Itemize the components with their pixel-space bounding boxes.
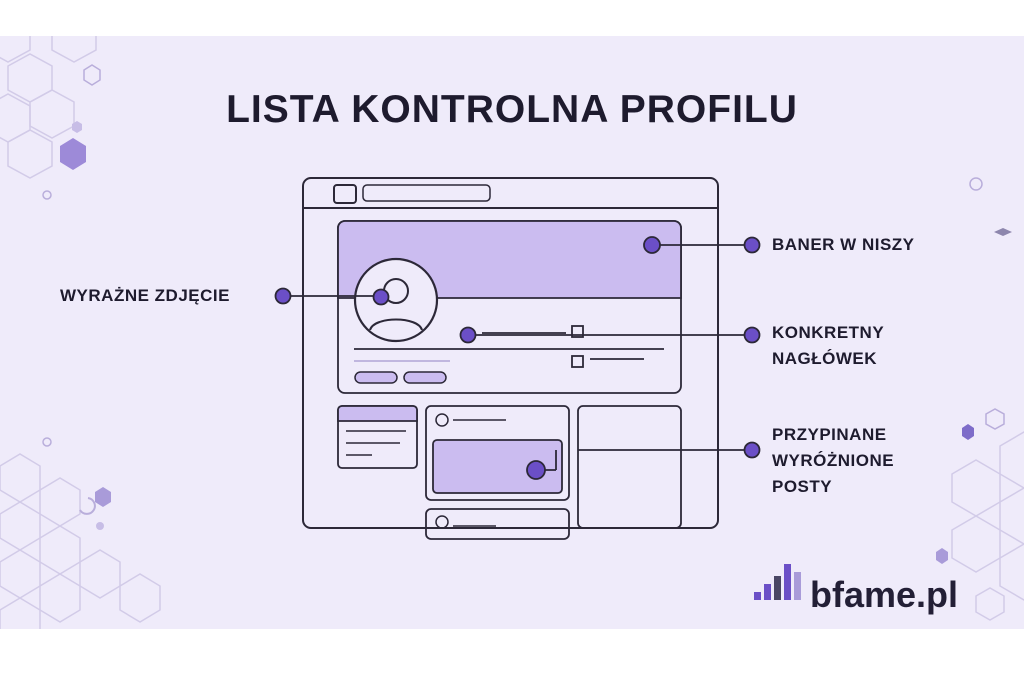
decorative-arc: [79, 497, 96, 515]
decorative-dot-small: [96, 522, 104, 530]
label-photo: WYRAŻNE ZDJĘCIE: [60, 283, 230, 309]
profile-button-1: [354, 371, 398, 384]
label-featured: PRZYPINANE WYRÓŻNIONE POSTY: [772, 422, 894, 500]
hexagon-small: [83, 64, 101, 86]
decorative-circle-right: [969, 177, 983, 191]
decorative-hexagons-bottom-right: [951, 431, 1024, 621]
address-bar: [362, 184, 491, 202]
right-panel: [577, 405, 682, 529]
label-featured-line3: POSTY: [772, 477, 833, 496]
decorative-diamond-right: [994, 228, 1012, 236]
callout-dot-banner-right: [743, 236, 761, 254]
label-headline: KONKRETNY NAGŁÓWEK: [772, 320, 884, 372]
label-headline-line2: NAGŁÓWEK: [772, 349, 878, 368]
second-post-card: [425, 508, 570, 540]
infographic-drawing: [0, 36, 1024, 629]
hexagon-outline-right: [985, 408, 1005, 430]
brand-name: bfame.pl: [810, 574, 959, 615]
callout-dot-banner: [643, 236, 661, 254]
hexagon-accent-right: [962, 424, 974, 440]
callout-dot-photo-left: [274, 287, 292, 305]
page-title: LISTA KONTROLNA PROFILU: [226, 88, 798, 131]
label-banner-text: BANER W NISZY: [772, 235, 915, 254]
profile-button-2: [403, 371, 447, 384]
avatar-body-icon: [369, 318, 423, 331]
avatar: [353, 257, 439, 343]
label-featured-line1: PRZYPINANE: [772, 425, 887, 444]
post-avatar: [435, 413, 449, 427]
checkbox-second: [571, 355, 584, 368]
label-banner: BANER W NISZY: [772, 232, 915, 258]
label-featured-line2: WYRÓŻNIONE: [772, 451, 895, 470]
callout-dot-photo-avatar: [372, 288, 390, 306]
decorative-dot: [42, 190, 52, 200]
hexagon-small-right: [936, 548, 948, 564]
label-headline-line1: KONKRETNY: [772, 323, 885, 342]
infographic-canvas: LISTA KONTROLNA PROFILU WYRAŻNE ZDJĘCIE …: [0, 36, 1024, 629]
post-media: [432, 439, 563, 494]
hexagon-small-bottom: [95, 487, 111, 507]
linkedin-logo-icon: [333, 184, 357, 204]
decorative-dot-bottom: [42, 437, 52, 447]
label-photo-text: WYRAŻNE ZDJĘCIE: [60, 286, 230, 305]
decorative-hexagons-bottom-left: [0, 453, 161, 629]
callout-dot-headline: [459, 326, 477, 344]
checkbox-headline: [571, 325, 584, 338]
callouts: [274, 236, 761, 480]
callout-dot-post: [526, 460, 546, 480]
hexagon-dot: [72, 121, 82, 133]
bfame-logo-icon: [754, 564, 801, 600]
hexagon-accent: [60, 138, 86, 170]
second-post-avatar: [435, 515, 449, 529]
callout-dot-headline-right: [743, 326, 761, 344]
featured-post-card: [425, 405, 570, 501]
left-widget-header: [337, 405, 418, 422]
callout-dot-featured-right: [743, 441, 761, 459]
browser-window: [302, 177, 719, 540]
